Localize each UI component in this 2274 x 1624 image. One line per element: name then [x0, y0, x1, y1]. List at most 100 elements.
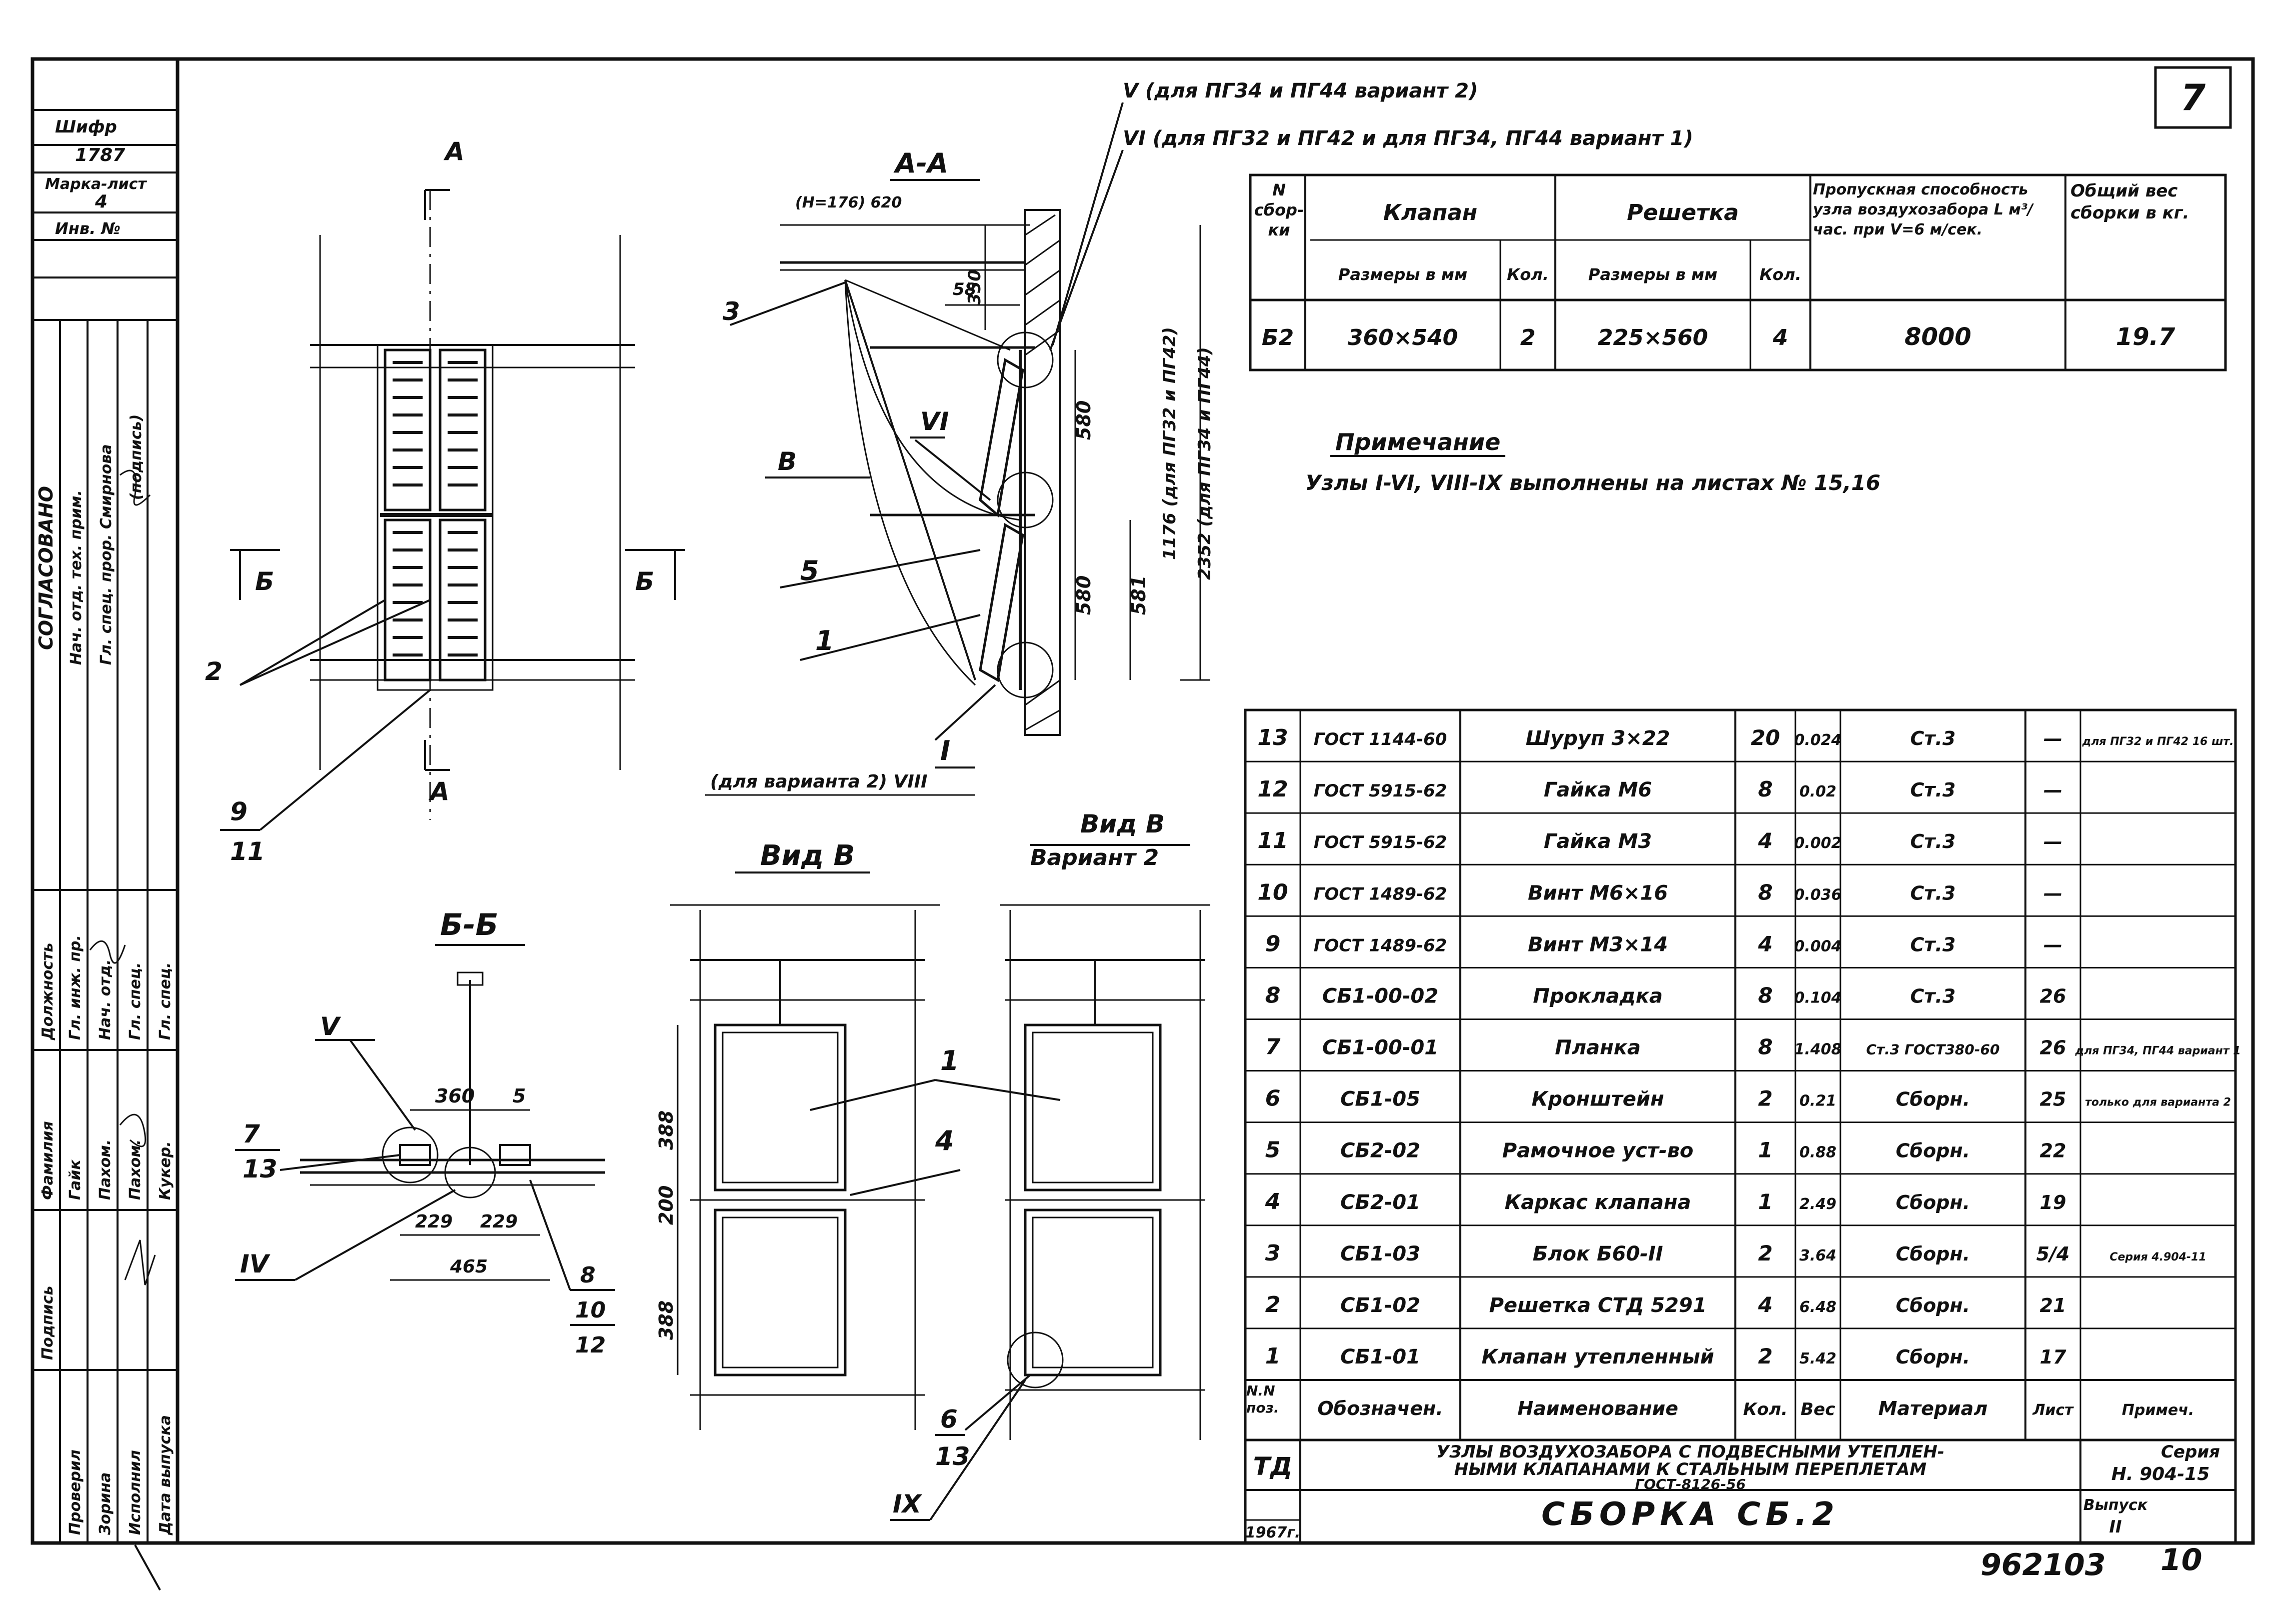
- callout-I: I: [940, 735, 950, 766]
- spec-cell-list: —: [2043, 779, 2062, 801]
- spec-cell-material: Сборн.: [1896, 1192, 1970, 1214]
- td-klapan-size: 360×540: [1348, 325, 1458, 350]
- callout-8-detail-2: 12: [575, 1332, 606, 1358]
- inv-label: Инв. №: [55, 219, 121, 238]
- spec-cell-kol: 4: [1757, 932, 1772, 956]
- spec-cell-material: Сборн.: [1896, 1088, 1970, 1110]
- callout-IV: IV: [240, 1250, 271, 1278]
- td-klapan-qty: 2: [1520, 325, 1536, 350]
- spec-cell-material: Ст.3 ГОСТ380-60: [1866, 1042, 2000, 1058]
- spec-cell-oboz: ГОСТ 1489-62: [1314, 884, 1447, 904]
- variant2-note: (для варианта 2) VIII: [710, 772, 928, 792]
- spec-cell-pos: 2: [1265, 1292, 1281, 1318]
- spec-cell-list: —: [2043, 882, 2062, 904]
- td-ves: 19.7: [2116, 323, 2175, 351]
- spec-cell-list: 26: [2040, 1037, 2066, 1059]
- spec-cell-pos: 7: [1265, 1034, 1281, 1060]
- spec-cell-oboz: СБ1-02: [1340, 1294, 1420, 1317]
- approval-row-2-role: Нач. отд.: [97, 960, 114, 1040]
- approval-row-6-role: Исполнил: [127, 1450, 144, 1535]
- callout-8: 8: [580, 1262, 596, 1288]
- approvals-header-3: Подпись: [39, 1286, 57, 1360]
- spec-cell-material: Сборн.: [1896, 1346, 1970, 1368]
- sheet-frame: [31, 57, 2255, 1545]
- approval-row-5-role: Проверил: [67, 1450, 84, 1535]
- approvals-header-1: Должность: [39, 942, 57, 1040]
- spec-cell-ves: 3.64: [1799, 1247, 1836, 1264]
- spec-footer-prim: Примеч.: [2122, 1402, 2194, 1419]
- spec-cell-pos: 6: [1265, 1086, 1281, 1112]
- spec-cell-oboz: СБ1-05: [1340, 1088, 1420, 1111]
- spec-cell-list: 17: [2040, 1346, 2066, 1368]
- callout-8-detail-1: 10: [575, 1298, 606, 1323]
- callout-9-detail: 11: [230, 837, 265, 866]
- callout-7-detail: 13: [243, 1154, 278, 1184]
- spec-cell-ves: 0.024: [1794, 732, 1842, 749]
- dim-388-a: 388: [655, 1110, 677, 1150]
- spec-cell-material: Ст.3: [1910, 728, 1956, 750]
- shifr-value: 1787: [75, 145, 125, 166]
- title-line-3: ГОСТ-8126-56: [1635, 1476, 1745, 1492]
- approval-row-5-name: Зорина: [97, 1472, 114, 1536]
- spec-cell-prim: для ПГ32 и ПГ42 16 шт.: [2082, 736, 2234, 748]
- marker-v: В: [778, 447, 797, 476]
- vypusk-label: Выпуск: [2083, 1496, 2148, 1514]
- marka-value: 4: [95, 192, 108, 212]
- spec-cell-material: Сборн.: [1896, 1243, 1970, 1265]
- marker-a-bottom: А: [428, 777, 450, 806]
- spec-cell-kol: 8: [1758, 983, 1772, 1008]
- spec-cell-kol: 4: [1757, 1292, 1772, 1317]
- dim-5: 5: [513, 1085, 526, 1107]
- callout-VI: VI: [920, 407, 949, 436]
- view-v2-subtitle: Вариант 2: [1030, 845, 1159, 870]
- spec-footer-ves: Вес: [1800, 1400, 1835, 1420]
- title-line-2: НЫМИ КЛАПАНАМИ К СТАЛЬНЫМ ПЕРЕПЛЕТАМ: [1454, 1460, 1927, 1480]
- spec-cell-list: 19: [2040, 1192, 2066, 1214]
- agreement-row-1: Нач. отд. тех. прим.: [68, 490, 85, 665]
- callout-9: 9: [230, 797, 248, 826]
- spec-cell-ves: 0.21: [1799, 1092, 1836, 1110]
- td-reshetka-qty: 4: [1772, 325, 1788, 350]
- plan-view: А А Б Б 2 9 11: [205, 137, 685, 866]
- td-n: Б2: [1262, 325, 1294, 350]
- spec-cell-kol: 20: [1751, 726, 1780, 750]
- sheet-number: 7: [2180, 76, 2205, 118]
- title-line-1: УЗЛЫ ВОЗДУХОЗАБОРА С ПОДВЕСНЫМИ УТЕПЛЕН-: [1436, 1442, 1944, 1462]
- spec-cell-kol: 2: [1758, 1241, 1772, 1266]
- grille-slats: [393, 361, 478, 656]
- shifr-label: Шифр: [55, 117, 117, 137]
- spec-cell-ves: 0.88: [1799, 1144, 1836, 1162]
- sheet-number-box: 7: [2154, 66, 2232, 129]
- callout-6: 6: [940, 1404, 958, 1434]
- spec-cell-oboz: ГОСТ 5915-62: [1314, 781, 1447, 801]
- spec-cell-kol: 8: [1758, 777, 1772, 802]
- th-reshetka: Решетка: [1627, 200, 1739, 226]
- spec-cell-pos: 12: [1257, 776, 1288, 802]
- dim-58: 58: [953, 280, 976, 300]
- approval-row-3-name: Пахом.: [127, 1140, 144, 1200]
- spec-cell-naim: Рамочное уст-во: [1502, 1140, 1693, 1162]
- spec-cell-oboz: СБ1-01: [1340, 1346, 1420, 1368]
- marker-b-left: Б: [255, 567, 274, 596]
- height-note-2: 2352 (для ПГ34 и ПГ44): [1195, 347, 1215, 580]
- spec-cell-list: 5/4: [2036, 1243, 2070, 1265]
- td-reshetka-size: 225×560: [1598, 325, 1708, 350]
- vypusk-value: II: [2109, 1517, 2121, 1537]
- spec-cell-naim: Планка: [1555, 1036, 1641, 1060]
- th-ves: Общий вес сборки в кг.: [2070, 181, 2189, 223]
- approval-row-4-name: Кукер.: [157, 1141, 174, 1200]
- spec-cell-kol: 4: [1757, 828, 1772, 853]
- view-v-title: Вид В: [760, 840, 855, 872]
- title-block: ТД 1967г. УЗЛЫ ВОЗДУХОЗАБОРА С ПОДВЕСНЫМ…: [1244, 1438, 2237, 1544]
- callout-4: 4: [935, 1125, 954, 1156]
- spec-cell-pos: 4: [1265, 1189, 1281, 1214]
- spec-cell-material: Сборн.: [1896, 1140, 1970, 1162]
- th-reshetka-razmery: Размеры в мм: [1588, 265, 1717, 284]
